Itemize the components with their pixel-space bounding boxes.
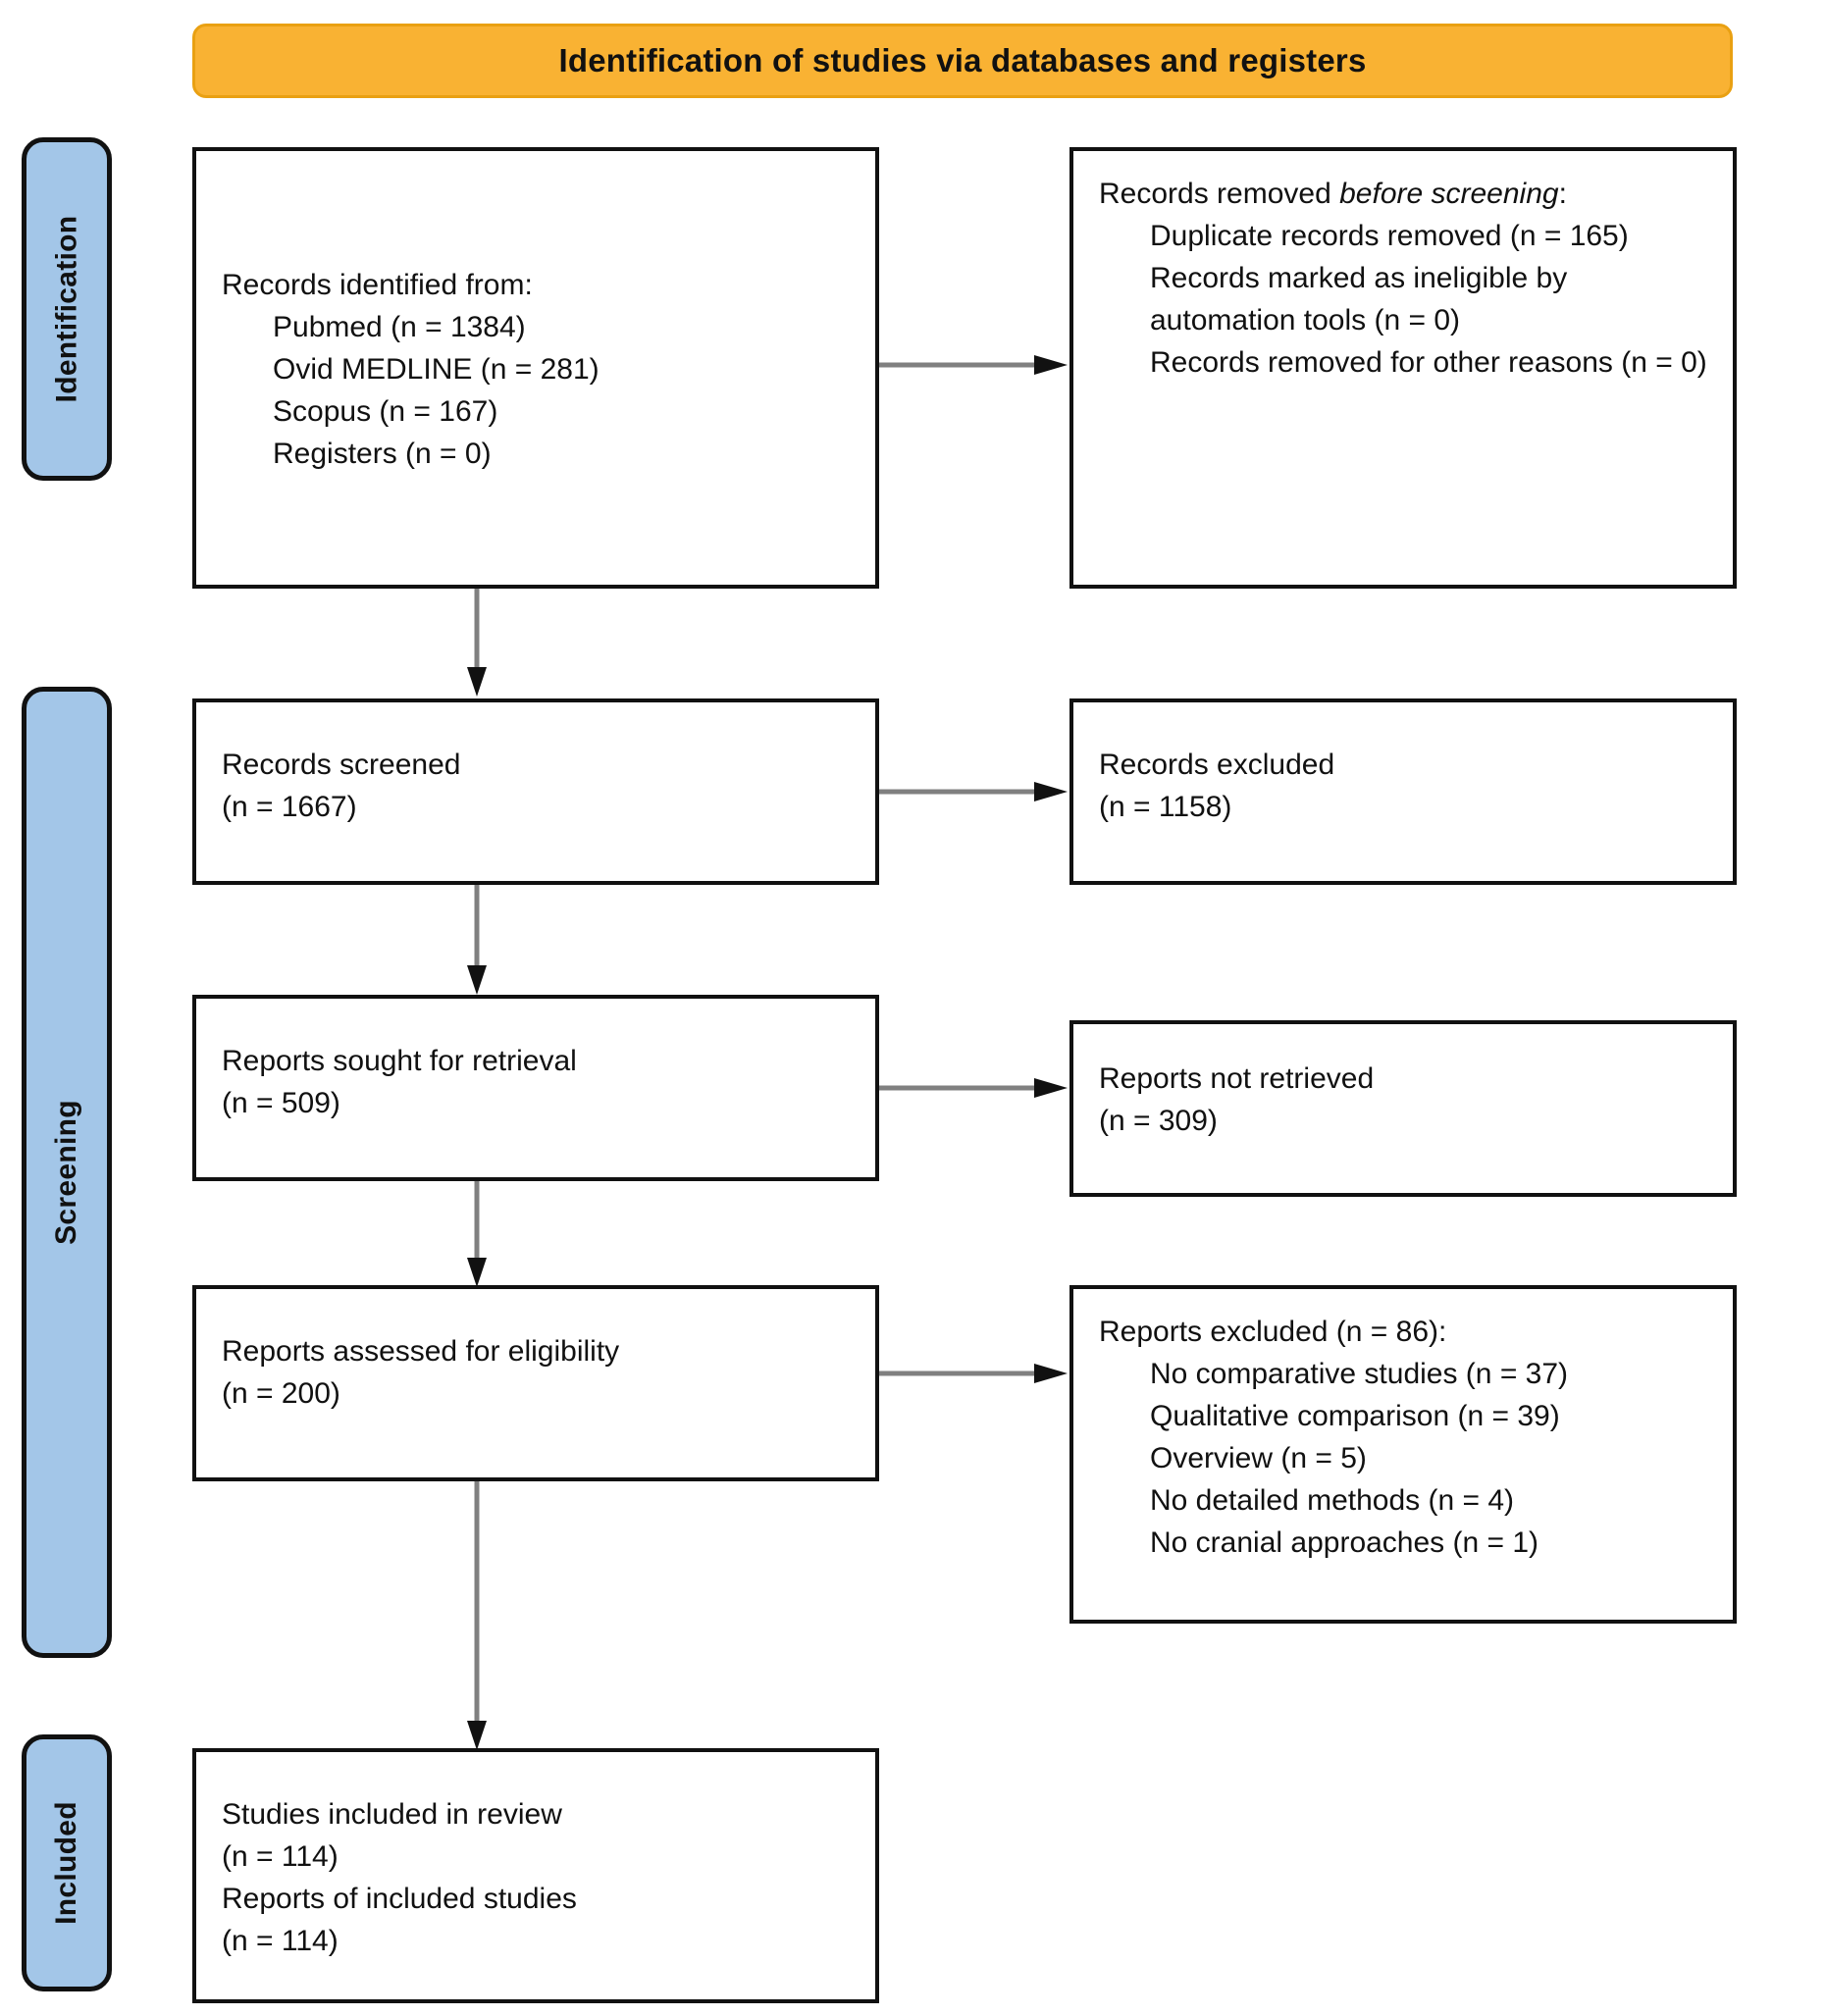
reports-excluded-item: Qualitative comparison (n = 39) — [1150, 1400, 1560, 1432]
box-studies-included-in-review: Studies included in review (n = 114) Rep… — [192, 1748, 879, 2003]
records-identified-item: Registers (n = 0) — [273, 438, 492, 470]
reports-excluded-item: No comparative studies (n = 37) — [1150, 1358, 1569, 1390]
reports-excluded-item: No cranial approaches (n = 1) — [1150, 1526, 1539, 1559]
box-records-removed-content: Records removed before screening: Duplic… — [1099, 173, 1719, 384]
reports-not-retrieved-line1: Reports not retrieved — [1099, 1062, 1375, 1095]
reports-sought-line2: (n = 509) — [222, 1087, 340, 1119]
box-records-excluded-content: Records excluded (n = 1158) — [1099, 744, 1719, 828]
records-excluded-line1: Records excluded — [1099, 749, 1335, 781]
stage-label-screening: Screening — [22, 687, 112, 1658]
box-records-removed-before-screening: Records removed before screening: Duplic… — [1069, 147, 1737, 589]
box-reports-sought-content: Reports sought for retrieval (n = 509) — [222, 1040, 861, 1124]
reports-not-retrieved-line2: (n = 309) — [1099, 1105, 1218, 1137]
records-removed-heading-plain: Records removed — [1099, 178, 1340, 210]
box-records-excluded: Records excluded (n = 1158) — [1069, 698, 1737, 885]
records-identified-item: Ovid MEDLINE (n = 281) — [273, 353, 600, 386]
records-screened-line1: Records screened — [222, 749, 461, 781]
box-records-screened: Records screened (n = 1667) — [192, 698, 879, 885]
studies-included-line2: (n = 114) — [222, 1840, 339, 1873]
box-records-identified: Records identified from: Pubmed (n = 138… — [192, 147, 879, 589]
reports-assessed-line2: (n = 200) — [222, 1377, 340, 1410]
records-identified-item: Pubmed (n = 1384) — [273, 311, 526, 343]
box-studies-included-content: Studies included in review (n = 114) Rep… — [222, 1793, 861, 1962]
arrow-screened-to-excluded — [879, 780, 1071, 803]
arrow-assessed-to-reports-excluded — [879, 1362, 1071, 1385]
studies-included-line1: Studies included in review — [222, 1798, 562, 1831]
records-identified-heading: Records identified from: — [222, 269, 533, 301]
box-reports-sought-for-retrieval: Reports sought for retrieval (n = 509) — [192, 995, 879, 1181]
arrow-identified-to-screened — [465, 589, 489, 698]
studies-included-line4: (n = 114) — [222, 1925, 339, 1957]
reports-excluded-item: No detailed methods (n = 4) — [1150, 1484, 1515, 1517]
reports-sought-line1: Reports sought for retrieval — [222, 1045, 577, 1077]
reports-excluded-heading: Reports excluded (n = 86): — [1099, 1316, 1447, 1348]
studies-included-line3: Reports of included studies — [222, 1883, 577, 1915]
arrow-sought-to-not-retrieved — [879, 1076, 1071, 1100]
stage-label-included-text: Included — [50, 1801, 82, 1925]
box-records-screened-content: Records screened (n = 1667) — [222, 744, 861, 828]
reports-excluded-item: Overview (n = 5) — [1150, 1442, 1367, 1474]
records-removed-item: Duplicate records removed (n = 165) — [1150, 220, 1629, 252]
arrow-screened-to-sought — [465, 885, 489, 997]
records-removed-item: Records removed for other reasons (n = 0… — [1150, 346, 1707, 379]
stage-label-identification-text: Identification — [50, 215, 82, 403]
arrow-assessed-to-included — [465, 1481, 489, 1752]
records-removed-heading-suffix: : — [1558, 178, 1567, 210]
stage-label-included: Included — [22, 1734, 112, 1991]
box-reports-excluded: Reports excluded (n = 86): No comparativ… — [1069, 1285, 1737, 1624]
records-removed-heading-italic: before screening — [1339, 178, 1559, 210]
box-reports-assessed-for-eligibility: Reports assessed for eligibility (n = 20… — [192, 1285, 879, 1481]
diagram-title-banner: Identification of studies via databases … — [192, 24, 1733, 98]
box-reports-excluded-content: Reports excluded (n = 86): No comparativ… — [1099, 1311, 1719, 1564]
reports-assessed-line1: Reports assessed for eligibility — [222, 1335, 620, 1368]
stage-label-screening-text: Screening — [50, 1100, 82, 1245]
box-reports-assessed-content: Reports assessed for eligibility (n = 20… — [222, 1330, 861, 1415]
box-reports-not-retrieved: Reports not retrieved (n = 309) — [1069, 1020, 1737, 1197]
box-reports-not-retrieved-content: Reports not retrieved (n = 309) — [1099, 1058, 1719, 1142]
diagram-title: Identification of studies via databases … — [558, 42, 1367, 78]
box-records-identified-content: Records identified from: Pubmed (n = 138… — [222, 264, 861, 475]
arrow-sought-to-assessed — [465, 1181, 489, 1289]
records-removed-heading: Records removed before screening: — [1099, 173, 1719, 215]
arrow-identified-to-removed — [879, 353, 1071, 377]
stage-label-identification: Identification — [22, 137, 112, 481]
records-removed-item: Records marked as ineligible by automati… — [1150, 262, 1568, 336]
records-excluded-line2: (n = 1158) — [1099, 791, 1232, 823]
records-screened-line2: (n = 1667) — [222, 791, 357, 823]
records-identified-item: Scopus (n = 167) — [273, 395, 498, 428]
